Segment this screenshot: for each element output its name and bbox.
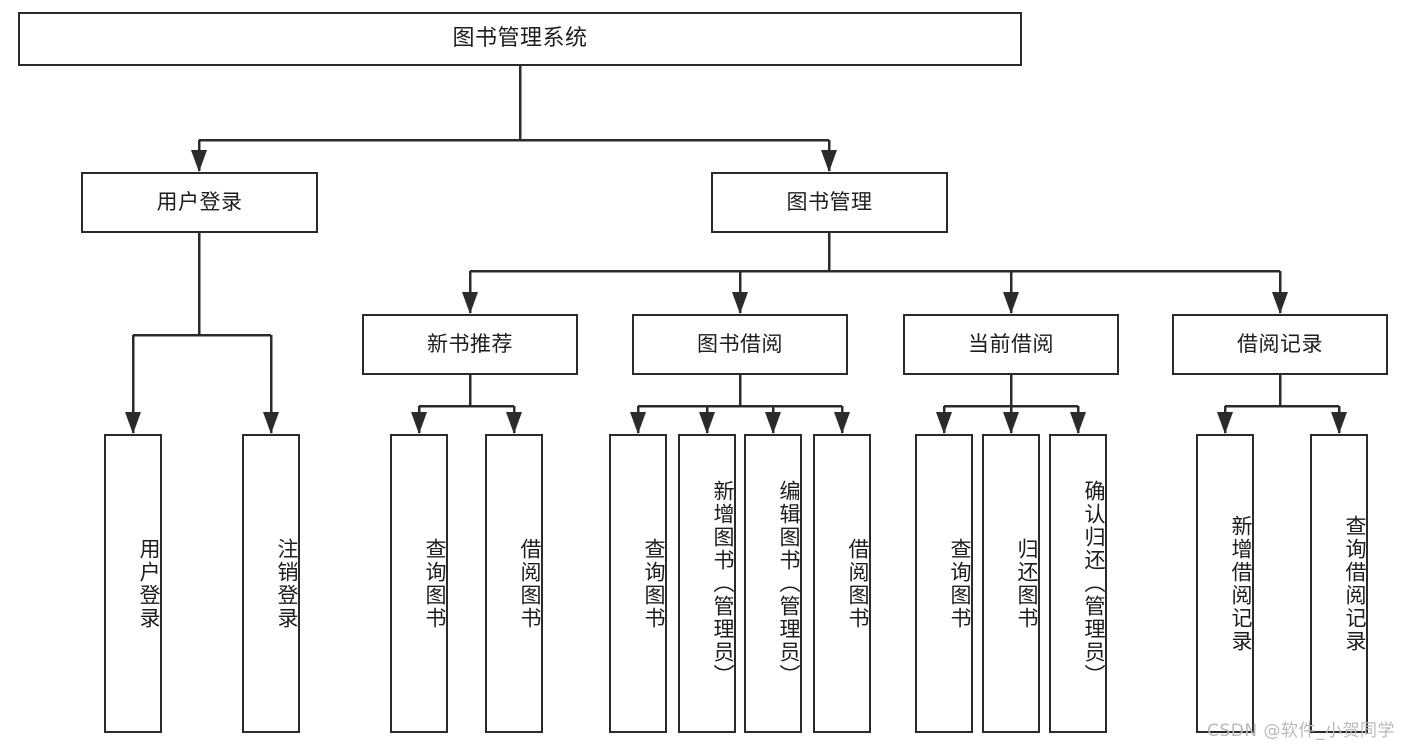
node-leaf-cur-confirm-return[interactable]: 确认归还（管理员）: [1049, 434, 1107, 733]
node-label: 用户登录: [137, 537, 161, 630]
node-label: 查询图书: [642, 537, 666, 630]
node-leaf-cur-return-book[interactable]: 归还图书: [982, 434, 1040, 733]
node-leaf-rec-add-record[interactable]: 新增借阅记录: [1196, 434, 1254, 733]
node-label: 查询图书: [423, 537, 447, 630]
node-leaf-borrow-edit-book[interactable]: 编辑图书（管理员）: [744, 434, 802, 733]
node-leaf-rec-borrow-book[interactable]: 借阅图书: [485, 434, 543, 733]
node-label: 借阅图书: [846, 537, 870, 630]
node-label: 编辑图书（管理员）: [777, 480, 801, 687]
node-leaf-rec-query-record[interactable]: 查询借阅记录: [1310, 434, 1368, 733]
node-label: 确认归还（管理员）: [1082, 480, 1106, 687]
node-label: 新书推荐: [427, 332, 513, 357]
node-label: 新增借阅记录: [1229, 514, 1253, 653]
node-label: 注销登录: [275, 537, 299, 630]
watermark: CSDN @软件_小贺同学: [1207, 721, 1395, 741]
node-book-manage[interactable]: 图书管理: [711, 172, 948, 233]
node-leaf-user-logout[interactable]: 注销登录: [242, 434, 300, 733]
node-label: 图书借阅: [697, 332, 783, 357]
node-leaf-borrow-query-book[interactable]: 查询图书: [609, 434, 667, 733]
node-label: 查询借阅记录: [1343, 514, 1367, 653]
node-label: 用户登录: [156, 190, 243, 215]
node-leaf-cur-query-book[interactable]: 查询图书: [915, 434, 973, 733]
node-label: 查询图书: [948, 537, 972, 630]
node-label: 借阅记录: [1237, 332, 1323, 357]
node-label: 借阅图书: [518, 537, 542, 630]
node-leaf-rec-query-book[interactable]: 查询图书: [390, 434, 448, 733]
node-book-borrow[interactable]: 图书借阅: [632, 314, 848, 375]
node-label: 图书管理系统: [452, 26, 588, 52]
node-current-borrow[interactable]: 当前借阅: [903, 314, 1119, 375]
node-root[interactable]: 图书管理系统: [18, 12, 1022, 66]
node-leaf-user-login[interactable]: 用户登录: [104, 434, 162, 733]
node-borrow-record[interactable]: 借阅记录: [1172, 314, 1388, 375]
node-new-book-rec[interactable]: 新书推荐: [362, 314, 578, 375]
node-label: 当前借阅: [968, 332, 1054, 357]
node-leaf-borrow-borrow-book[interactable]: 借阅图书: [813, 434, 871, 733]
node-user-login[interactable]: 用户登录: [81, 172, 318, 233]
node-leaf-borrow-add-book[interactable]: 新增图书（管理员）: [678, 434, 736, 733]
node-label: 归还图书: [1015, 537, 1039, 630]
node-label: 图书管理: [786, 190, 873, 215]
node-label: 新增图书（管理员）: [711, 480, 735, 687]
